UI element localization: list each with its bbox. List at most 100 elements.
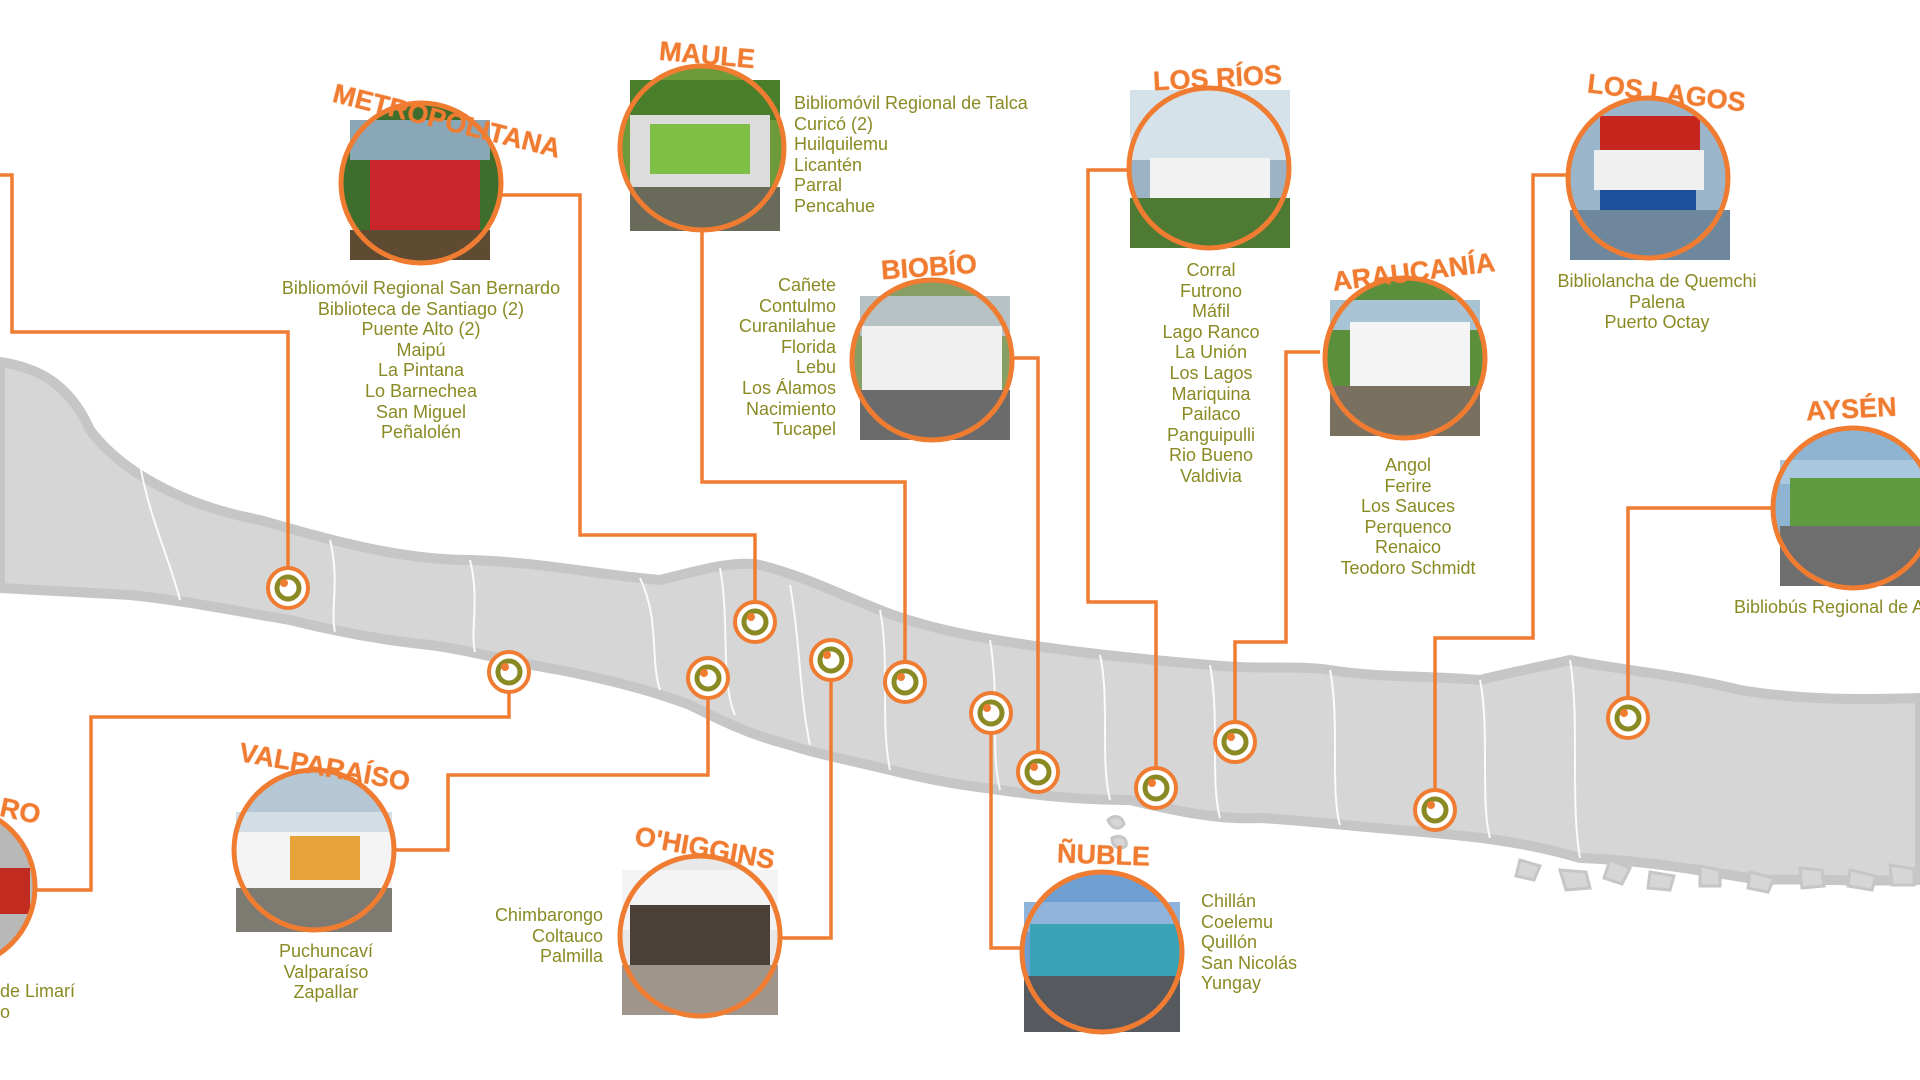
place-name: Corral — [1186, 260, 1236, 280]
place-name: Ferire — [1384, 475, 1432, 496]
metropolitana-photo — [338, 100, 504, 266]
place-name: Los Álamos — [741, 377, 836, 398]
place-name: Puerto Octay — [1604, 312, 1710, 333]
line-los-lagos — [1433, 173, 1568, 810]
place-name: Zapallar — [293, 982, 359, 1003]
line-metropolitana — [497, 193, 757, 622]
los-lagos-photo — [1565, 95, 1731, 261]
place-name: La Pintana — [377, 360, 465, 381]
location-marker — [733, 600, 777, 644]
line-coquimbo — [36, 672, 511, 892]
location-marker — [686, 656, 730, 700]
coquimbo-photo — [0, 817, 38, 957]
nuble-photo — [1019, 869, 1185, 1035]
location-marker — [487, 650, 531, 694]
place-name: Valdivia — [1180, 465, 1242, 486]
place-name: o — [0, 1001, 11, 1022]
place-name: Pailaco — [1181, 404, 1241, 425]
place-name: Nacimiento — [745, 398, 836, 419]
place-name: Futrono — [1179, 280, 1243, 301]
place-name: Bibliolancha de Quemchi — [1557, 271, 1757, 291]
place-name: La Unión — [1174, 342, 1248, 363]
place-name: Los Sauces — [1360, 496, 1456, 517]
place-name: de Limarí — [0, 981, 76, 1001]
place-name: Lo Barnechea — [364, 380, 478, 401]
location-marker — [266, 566, 310, 610]
line-araucania — [1233, 350, 1320, 742]
biobio-photo — [849, 277, 1015, 443]
place-name: Panguipulli — [1166, 424, 1256, 445]
place-name: Los Lagos — [1169, 362, 1253, 383]
place-name: Bibliomóvil Regional San Bernardo — [281, 278, 561, 298]
location-marker — [1213, 720, 1257, 764]
location-marker — [1016, 750, 1060, 794]
place-name: Teodoro Schmidt — [1340, 557, 1476, 578]
place-name: San Nicolás — [1201, 952, 1298, 973]
place-name: Bibliobús Regional de A — [1734, 597, 1920, 617]
line-aysen — [1626, 506, 1777, 718]
place-name: Valparaíso — [283, 961, 369, 982]
place-name: Parral — [794, 175, 843, 196]
place-name: Palena — [1628, 291, 1686, 312]
place-name: Renaico — [1374, 537, 1442, 558]
maule-photo — [617, 63, 787, 233]
line-nuble — [989, 713, 1022, 950]
place-name: Lago Ranco — [1162, 321, 1260, 342]
place-name: Palmilla — [539, 946, 603, 967]
place-name: Rio Bueno — [1168, 445, 1254, 466]
place-name: Huilquilemu — [794, 134, 889, 155]
los-rios-photo — [1126, 85, 1292, 251]
line-ohiggins — [780, 660, 833, 940]
place-name: Florida — [780, 336, 836, 357]
place-name: Bibliomóvil Regional de Talca — [794, 93, 1028, 113]
line-los-rios — [1086, 168, 1158, 788]
region-borders — [139, 464, 1581, 859]
place-name: Licantén — [794, 154, 863, 175]
place-name: Lebu — [795, 357, 836, 378]
place-name: San Miguel — [375, 401, 467, 422]
region-title-nuble: ÑUBLE — [1056, 838, 1151, 872]
location-marker — [1413, 788, 1457, 832]
place-name: Yungay — [1201, 973, 1262, 994]
photo-frames — [0, 63, 1920, 1035]
line-maule — [700, 232, 907, 682]
place-name: Chimbarongo — [494, 905, 603, 925]
place-name: Contulmo — [758, 295, 836, 316]
location-marker — [969, 691, 1013, 735]
place-name: Peñalolén — [380, 422, 462, 443]
place-name: Coelemu — [1201, 911, 1274, 932]
line-valparaiso — [394, 678, 710, 852]
place-name: Máfil — [1191, 301, 1231, 322]
place-name: Angol — [1384, 455, 1432, 475]
place-name: Puchuncaví — [278, 941, 374, 961]
place-name: Pencahue — [794, 195, 876, 216]
location-marker — [809, 638, 853, 682]
region-title-aysen: AYSÉN — [1805, 391, 1898, 427]
place-name: Coltauco — [531, 925, 603, 946]
place-name: Chillán — [1201, 891, 1257, 911]
place-name: Curicó (2) — [794, 113, 874, 134]
place-name: Curanilahue — [738, 316, 836, 337]
place-name: Mariquina — [1171, 383, 1251, 404]
place-name: Quillón — [1201, 932, 1258, 953]
line-top-left — [0, 173, 290, 588]
valparaiso-photo — [231, 767, 397, 933]
location-marker — [1606, 696, 1650, 740]
location-markers — [266, 566, 1650, 832]
place-name: Cañete — [777, 275, 836, 295]
place-name: Tucapel — [772, 419, 836, 440]
araucania-photo — [1322, 275, 1488, 441]
place-name: Biblioteca de Santiago (2) — [317, 298, 525, 319]
location-marker — [1134, 766, 1178, 810]
